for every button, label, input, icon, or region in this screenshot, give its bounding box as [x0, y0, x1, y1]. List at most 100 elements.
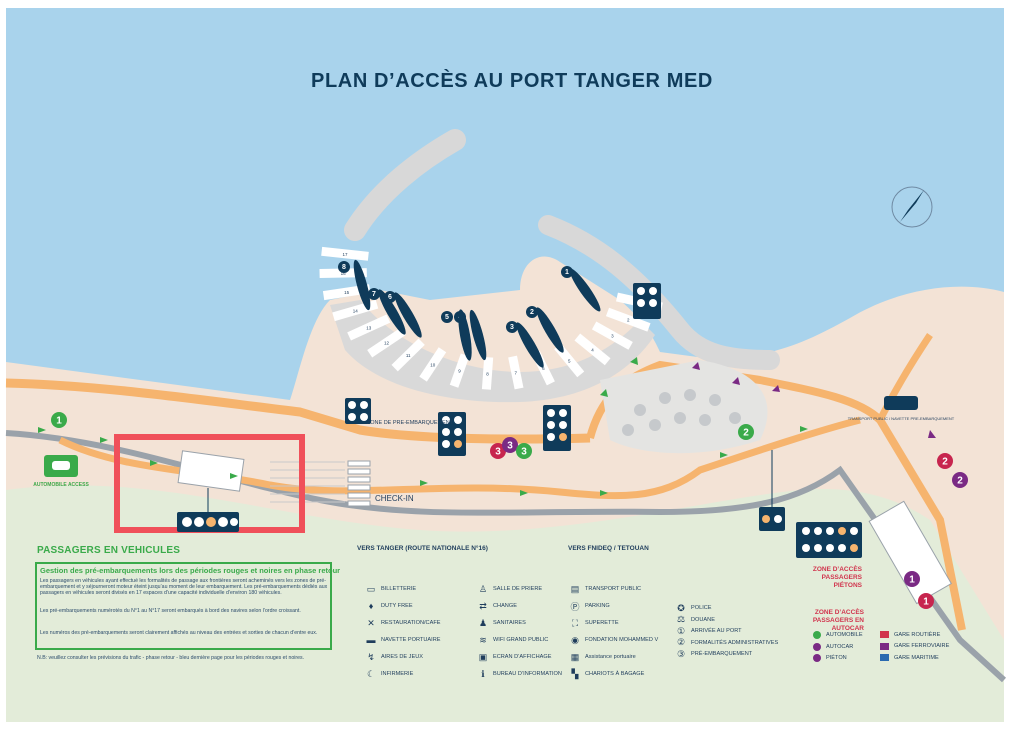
legend-label: FONDATION MOHAMMED V [585, 637, 659, 643]
info-paragraph-2: Les pré-embarquements numérotés du N°1 a… [40, 608, 301, 614]
legend-label: AUTOCAR [826, 643, 854, 650]
legend-label: TRANSPORT PUBLIC [585, 586, 642, 592]
legend-item: ▬NAVETTE PORTUAIRE [366, 635, 441, 645]
pre-boarding-lane [508, 355, 524, 390]
legend-label: SUPERETTE [585, 620, 619, 626]
route-marker-number: 3 [495, 447, 501, 458]
legend-item: Ⓟ PARKING [570, 601, 610, 612]
legend-item: ✪ POLICE [676, 602, 712, 613]
legend-item: ▤TRANSPORT PUBLIC [570, 584, 641, 594]
info-icon: ℹ [481, 668, 485, 679]
wifi-icon: ≋ [479, 634, 487, 645]
pre-boarding-lane [481, 356, 494, 390]
legend-label: GARE ROUTIÈRE [894, 631, 941, 638]
zone-pietons-label: ZONE D’ACCÈS PASSAGERS PIÉTONS [812, 566, 862, 589]
legend-item: ⛶SUPERETTE [570, 618, 619, 628]
route-marker [952, 472, 968, 488]
route-marker-number: 1 [909, 575, 915, 586]
ship [378, 289, 406, 335]
zone-autocar-label: ZONE D’ACCÈS PASSAGERS EN AUTOCAR [812, 609, 864, 632]
parking-area [600, 360, 768, 454]
foundation-icon: ◉ [571, 634, 579, 645]
legend-label: BUREAU D’INFORMATION [493, 671, 562, 677]
berth-number: 3 [510, 324, 514, 331]
terminal-platform [330, 300, 655, 403]
parking-icon: Ⓟ [570, 601, 580, 612]
legend-item: GARE FERROVIAIRE [880, 642, 950, 650]
berth-marker [338, 261, 350, 273]
breakwater-west [344, 129, 466, 241]
breakwater-east [538, 215, 780, 370]
trolley-icon: ▚ [571, 668, 579, 679]
step-3-icon: ③ [676, 648, 686, 659]
legend-item: ◉ FONDATION MOHAMMED V [570, 635, 658, 645]
legend-dot-icon [813, 642, 821, 651]
ship [469, 309, 487, 361]
route-marker [918, 593, 934, 609]
legend-label: BILLETTERIE [381, 586, 417, 592]
route-marker-number: 2 [957, 476, 963, 487]
check-in-booths [347, 460, 371, 507]
exchange-icon: ⇄ [479, 600, 487, 611]
check-in-label: CHECK-IN [375, 494, 414, 503]
section-title: PASSAGERS EN VEHICULES [37, 545, 181, 556]
legend-label: ECRAN D’AFFICHAGE [493, 654, 552, 660]
legend-label: Assistance portuaire [585, 654, 636, 660]
step-2-icon: ② [676, 637, 686, 647]
service-panel-zone-west [345, 398, 371, 424]
legend-item: PIÉTON [813, 654, 847, 662]
vers-tanger-label: VERS TANGER (ROUTE NATIONALE N°16) [357, 545, 488, 552]
sea [6, 8, 1004, 400]
customs-icon: ⚖ [676, 614, 686, 624]
route-marker [904, 571, 920, 587]
legend-label: GARE FERROVIAIRE [894, 643, 950, 649]
route-marker [738, 424, 754, 440]
lane-number: 14 [353, 309, 359, 314]
ticket-icon: ▭ [366, 583, 376, 594]
legend-item: ▦Assistance portuaire [570, 652, 636, 662]
route-arrows-green [38, 357, 808, 496]
legend-label: ARRIVÉE AU PORT [691, 628, 742, 634]
police-icon: ✪ [677, 602, 685, 613]
legend-item: ♟SANITAIRES [478, 618, 526, 628]
legend-label: INFIRMERIE [381, 671, 414, 677]
legend-item: AUTOMOBILE [813, 631, 863, 639]
lane-number: 2 [627, 318, 630, 323]
legend-label: NAVETTE PORTUAIRE [381, 637, 441, 643]
service-panel-harbour-east [633, 283, 661, 319]
legend-item: ℹ BUREAU D’INFORMATION [478, 669, 562, 679]
service-panel-terminal [796, 522, 862, 558]
route-marker [516, 443, 532, 459]
pre-boarding-lane [321, 246, 369, 261]
berth-marker [526, 306, 538, 318]
legend-label: DOUANE [691, 616, 715, 623]
lane-number: 16 [341, 271, 347, 276]
legend-item: ② FORMALITÉS ADMINISTRATIVES [676, 637, 779, 648]
prayer-icon: ♙ [478, 583, 488, 594]
info-paragraph-1: Les passagers en véhicules ayant effectu… [40, 578, 328, 597]
service-panel-zone-east [543, 405, 571, 451]
ship [569, 268, 601, 312]
legend-item: ≋WIFI GRAND PUBLIC [478, 635, 548, 645]
legend-label: PARKING [585, 603, 610, 609]
legend-square-icon [880, 631, 889, 638]
legend-label: SANITAIRES [493, 620, 526, 626]
lane-number: 13 [366, 326, 372, 331]
legend-item: ⚖ DOUANE [676, 614, 715, 625]
check-in-lanes [270, 461, 345, 503]
infirmary-icon: ☾ [366, 668, 376, 679]
gray-road-main [5, 430, 1007, 683]
route-marker-number: 2 [743, 428, 749, 439]
legend-label: DUTY FREE [381, 603, 413, 609]
ship [516, 322, 544, 368]
legend-label: RESTAURATION/CAFE [381, 620, 441, 626]
lane-number: 7 [515, 371, 518, 376]
legend-item: GARE ROUTIÈRE [880, 631, 940, 638]
pre-boarding-lane [605, 307, 651, 332]
legend-label: POLICE [691, 605, 712, 611]
legend-label: FORMALITÉS ADMINISTRATIVES [691, 639, 779, 646]
restaurant-icon: ✕ [367, 617, 375, 628]
route-marker-number: 3 [507, 441, 513, 452]
